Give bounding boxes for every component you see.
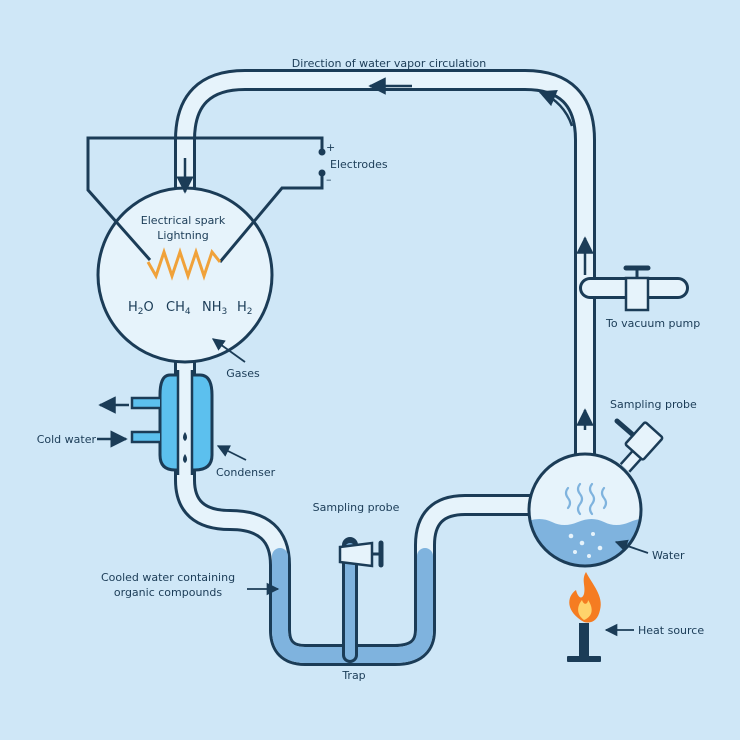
electrode-plus-sign: + — [326, 141, 335, 154]
heat-source-label: Heat source — [638, 624, 704, 637]
vacuum-label: To vacuum pump — [605, 317, 700, 330]
electrode-terminal-plus — [318, 148, 326, 156]
gas-ch4: CH4 — [166, 300, 191, 317]
flow-arrows — [97, 77, 594, 448]
cooled-water-label-line2: organic compounds — [114, 586, 222, 599]
spark-label-line2: Lightning — [157, 229, 208, 242]
trap-label: Trap — [341, 669, 365, 682]
spark-label-line1: Electrical spark — [141, 214, 226, 227]
trap-sampling-valve — [338, 540, 384, 568]
direction-label: Direction of water vapor circulation — [292, 57, 486, 70]
burner — [567, 572, 601, 662]
gas-nh3: NH3 — [202, 300, 227, 317]
condenser-label: Condenser — [216, 466, 276, 479]
flame-icon — [569, 572, 601, 623]
spark-zigzag-icon — [146, 247, 222, 281]
electrode-minus-sign: – — [326, 173, 332, 186]
leader-arrows — [211, 338, 649, 637]
sampling-probe-mid-label: Sampling probe — [313, 501, 400, 514]
condenser — [130, 370, 214, 475]
flask-sampling-probe — [614, 418, 664, 473]
water-label: Water — [652, 549, 685, 562]
electrode-terminal-minus — [318, 169, 326, 177]
gas-h2o: H2O — [128, 300, 154, 317]
cold-water-label: Cold water — [37, 433, 97, 446]
gases-label: Gases — [226, 367, 260, 380]
cooled-water-label-line1: Cooled water containing — [101, 571, 235, 584]
sampling-probe-right-label: Sampling probe — [610, 398, 697, 411]
electrodes-label: Electrodes — [330, 158, 388, 171]
gas-h2: H2 — [237, 300, 253, 317]
vacuum-valve — [623, 265, 651, 312]
electrode-wires — [86, 136, 324, 263]
